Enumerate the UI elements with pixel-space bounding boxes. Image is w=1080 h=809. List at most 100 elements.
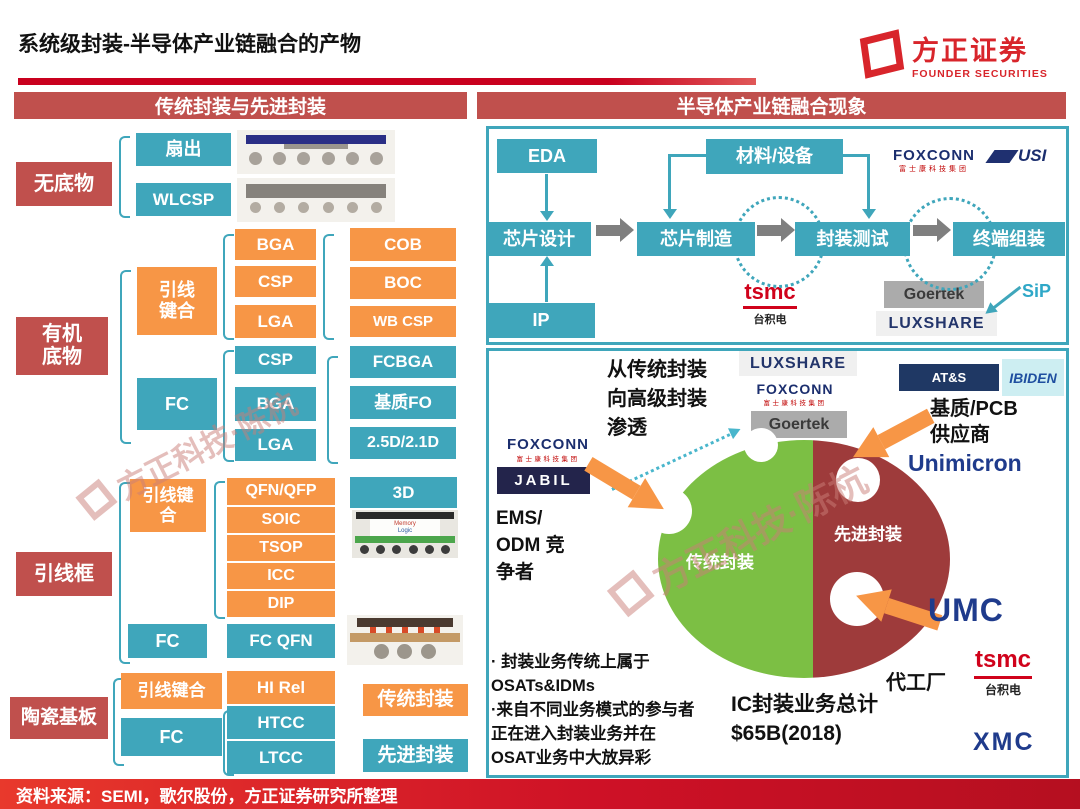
fusion-panel xyxy=(486,348,1069,778)
bracket-connector xyxy=(214,481,225,619)
bracket-connector xyxy=(119,482,130,664)
node-icc: ICC xyxy=(227,563,335,589)
right-panel-header: 半导体产业链融合现象 xyxy=(477,92,1066,119)
node-fanout: 扇出 xyxy=(136,133,231,166)
brand-logo: 方正证券 FOUNDER SECURITIES xyxy=(859,28,1066,80)
node-chip-design: 芯片设计 xyxy=(487,222,591,256)
bracket-connector xyxy=(113,678,124,766)
node-qfn-qfp: QFN/QFP xyxy=(227,478,335,505)
category-no-substrate: 无底物 xyxy=(16,162,112,206)
node-chip-manufacturing: 芯片制造 xyxy=(637,222,755,256)
node-bga-wb: BGA xyxy=(235,229,316,260)
foxconn-logo: FOXCONN 富士康科技集团 xyxy=(893,147,975,173)
node-wirebond-2: 引线键 合 xyxy=(130,479,206,532)
node-fc-2: FC xyxy=(128,624,207,658)
title-underline xyxy=(18,78,756,85)
node-fc-1: FC xyxy=(137,378,217,430)
bracket-connector xyxy=(323,234,334,340)
node-fc-qfn: FC QFN xyxy=(227,624,335,658)
foundry-label: 代工厂 xyxy=(886,672,946,694)
node-wlcsp: WLCSP xyxy=(136,183,231,216)
flipchip-image xyxy=(347,615,463,665)
jabil-logo: JABIL xyxy=(497,467,590,494)
node-materials-equipment: 材料/设备 xyxy=(706,139,843,174)
node-soic: SOIC xyxy=(227,507,335,533)
3d-top-die xyxy=(356,512,454,519)
penetration-note: 从传统封装 向高级封装 渗透 xyxy=(607,359,707,439)
ibiden-logo: IBIDEN xyxy=(1002,359,1064,396)
tsmc-logo: tsmc 台积电 xyxy=(743,279,797,326)
ic-packaging-total: IC封装业务总计 $65B(2018) xyxy=(731,693,878,745)
connector-line xyxy=(843,154,870,157)
node-fc-3: FC xyxy=(121,718,222,756)
node-csp-fc: CSP xyxy=(235,346,316,374)
pie-notch xyxy=(744,428,778,462)
left-panel-header: 传统封装与先进封装 xyxy=(14,92,467,119)
usi-swoosh-icon xyxy=(985,149,1019,163)
category-organic-substrate: 有机 底物 xyxy=(16,317,108,375)
tsmc-bar xyxy=(974,676,1032,679)
ats-logo: AT&S xyxy=(899,364,999,391)
wlcsp-die xyxy=(246,184,386,198)
connector-line xyxy=(545,264,548,302)
founder-cube-icon xyxy=(859,29,905,79)
fanout-rdl xyxy=(284,144,348,149)
foxconn-logo: FOXCONN 富士康科技集团 xyxy=(507,436,589,463)
tsmc-logo: tsmc 台积电 xyxy=(974,646,1032,697)
bracket-connector xyxy=(120,270,131,444)
node-hi-rel: HI Rel xyxy=(227,671,335,704)
node-dip: DIP xyxy=(227,591,335,617)
node-boc: BOC xyxy=(350,267,456,299)
wlcsp-package-image xyxy=(237,178,395,222)
sip-label: SiP xyxy=(1022,281,1052,301)
watermark-logo-icon xyxy=(75,478,118,521)
luxshare-logo: LUXSHARE xyxy=(739,351,857,376)
arrow-down-icon xyxy=(862,209,876,219)
node-csp-wb: CSP xyxy=(235,266,316,297)
node-bga-fc: BGA xyxy=(235,387,316,421)
brand-name-en: FOUNDER SECURITIES xyxy=(912,67,1048,80)
tsmc-bar xyxy=(743,306,797,309)
node-wirebond-1: 引线 键合 xyxy=(137,267,217,335)
packaging-notes: · 封装业务传统上属于 OSATs&IDMs ·来自不同业务模式的参与者 正在进… xyxy=(491,653,695,767)
node-fcbga: FCBGA xyxy=(350,346,456,378)
node-ltcc: LTCC xyxy=(227,741,335,774)
luxshare-logo: LUXSHARE xyxy=(876,311,997,336)
fanout-package-image xyxy=(237,130,395,174)
node-substrate-fo: 基质FO xyxy=(350,386,456,419)
arrow-up-icon xyxy=(540,256,554,266)
source-bar: 资料来源：SEMI，歌尔股份，方正证券研究所整理 xyxy=(0,779,1080,809)
node-cob: COB xyxy=(350,228,456,261)
foxconn-logo: FOXCONN 富士康科技集团 xyxy=(756,381,834,407)
3d-stack-image: Memory Logic xyxy=(352,510,458,558)
category-leadframe: 引线框 xyxy=(16,552,112,596)
substrate-supplier-label: 基质/PCB 供应商 Unimicron xyxy=(908,396,1070,476)
node-tsop: TSOP xyxy=(227,535,335,561)
pie-label-traditional: 传统封装 xyxy=(686,553,754,572)
arrow-down-icon xyxy=(540,211,554,221)
connector-line xyxy=(545,174,548,212)
node-lga-fc: LGA xyxy=(235,429,316,461)
connector-line xyxy=(867,154,870,210)
legend-advanced-packaging: 先进封装 xyxy=(363,739,468,772)
connector-line xyxy=(668,154,706,157)
xmc-logo: XMC xyxy=(973,728,1035,756)
bracket-connector xyxy=(119,136,130,218)
node-wirebond-3: 引线键合 xyxy=(121,673,222,709)
arrow-down-icon xyxy=(663,209,677,219)
ems-odm-label: EMS/ ODM 竞 争者 xyxy=(496,508,565,583)
brand-name-cn: 方正证券 xyxy=(912,35,1028,66)
flipchip-die xyxy=(357,618,453,627)
node-ip: IP xyxy=(487,303,595,338)
node-lga-wb: LGA xyxy=(235,305,316,338)
node-htcc: HTCC xyxy=(227,706,335,739)
umc-logo: UMC xyxy=(928,592,1004,628)
node-wb-csp: WB CSP xyxy=(350,306,456,337)
source-note: 资料来源：SEMI，歌尔股份，方正证券研究所整理 xyxy=(16,786,398,806)
node-packaging-test: 封装测试 xyxy=(795,222,910,256)
page-title: 系统级封装-半导体产业链融合的产物 xyxy=(18,33,361,56)
bracket-connector xyxy=(223,350,234,462)
flow-arrow-icon xyxy=(596,217,636,243)
connector-line xyxy=(668,154,671,210)
